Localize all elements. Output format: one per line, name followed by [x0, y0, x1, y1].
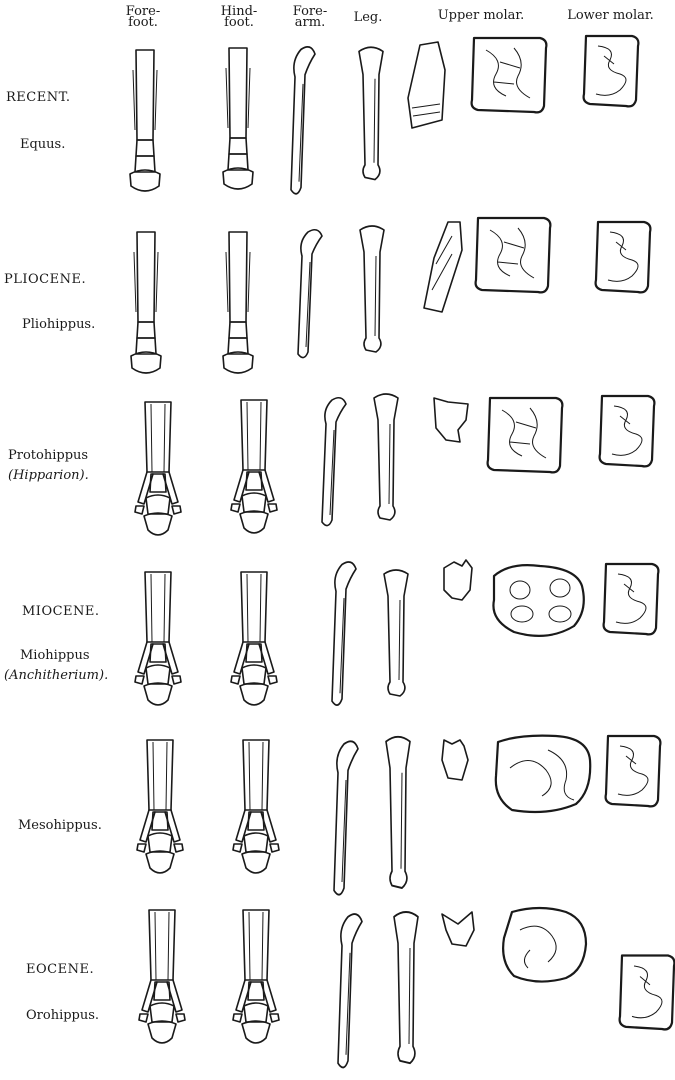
pliohippus-premolar	[424, 222, 462, 312]
miohippus-forefoot	[135, 572, 181, 705]
equus-hindfoot	[223, 48, 253, 189]
mesohippus-forefoot	[137, 740, 183, 873]
mesohippus-leg	[386, 737, 410, 888]
mesohippus-lower-molar	[606, 736, 661, 806]
orohippus-upper-molar	[503, 908, 586, 982]
miohippus-premolar	[444, 560, 472, 600]
equus-forearm	[291, 47, 315, 194]
miohippus-upper-molar	[493, 565, 583, 636]
orohippus-premolar	[442, 912, 474, 946]
miohippus-hindfoot	[231, 572, 277, 705]
orohippus-leg	[394, 912, 418, 1063]
pliohippus-upper-molar	[476, 218, 551, 292]
pliohippus-hindfoot	[223, 232, 253, 373]
protohippus-hindfoot	[231, 400, 277, 533]
protohippus-forearm	[322, 398, 346, 526]
equus-premolar	[408, 42, 445, 128]
pliohippus-forefoot	[131, 232, 161, 373]
equus-upper-molar	[472, 38, 547, 112]
protohippus-leg	[374, 394, 398, 520]
protohippus-premolar	[434, 398, 468, 442]
pliohippus-lower-molar	[596, 222, 651, 292]
orohippus-forefoot	[139, 910, 185, 1043]
equus-lower-molar	[584, 36, 639, 106]
equus-leg	[359, 47, 383, 179]
miohippus-lower-molar	[604, 564, 659, 634]
protohippus-forefoot	[135, 402, 181, 535]
orohippus-hindfoot	[233, 910, 279, 1043]
protohippus-upper-molar	[488, 398, 563, 472]
orohippus-forearm	[338, 914, 362, 1067]
orohippus-lower-molar	[620, 955, 675, 1029]
protohippus-lower-molar	[600, 396, 655, 466]
mesohippus-upper-molar	[496, 736, 590, 812]
pliohippus-leg	[360, 226, 384, 352]
mesohippus-premolar	[442, 740, 468, 780]
mesohippus-hindfoot	[233, 740, 279, 873]
miohippus-forearm	[332, 562, 356, 705]
pliohippus-forearm	[298, 230, 322, 358]
equus-forefoot	[130, 50, 160, 191]
mesohippus-forearm	[334, 741, 358, 894]
miohippus-leg	[384, 570, 408, 696]
